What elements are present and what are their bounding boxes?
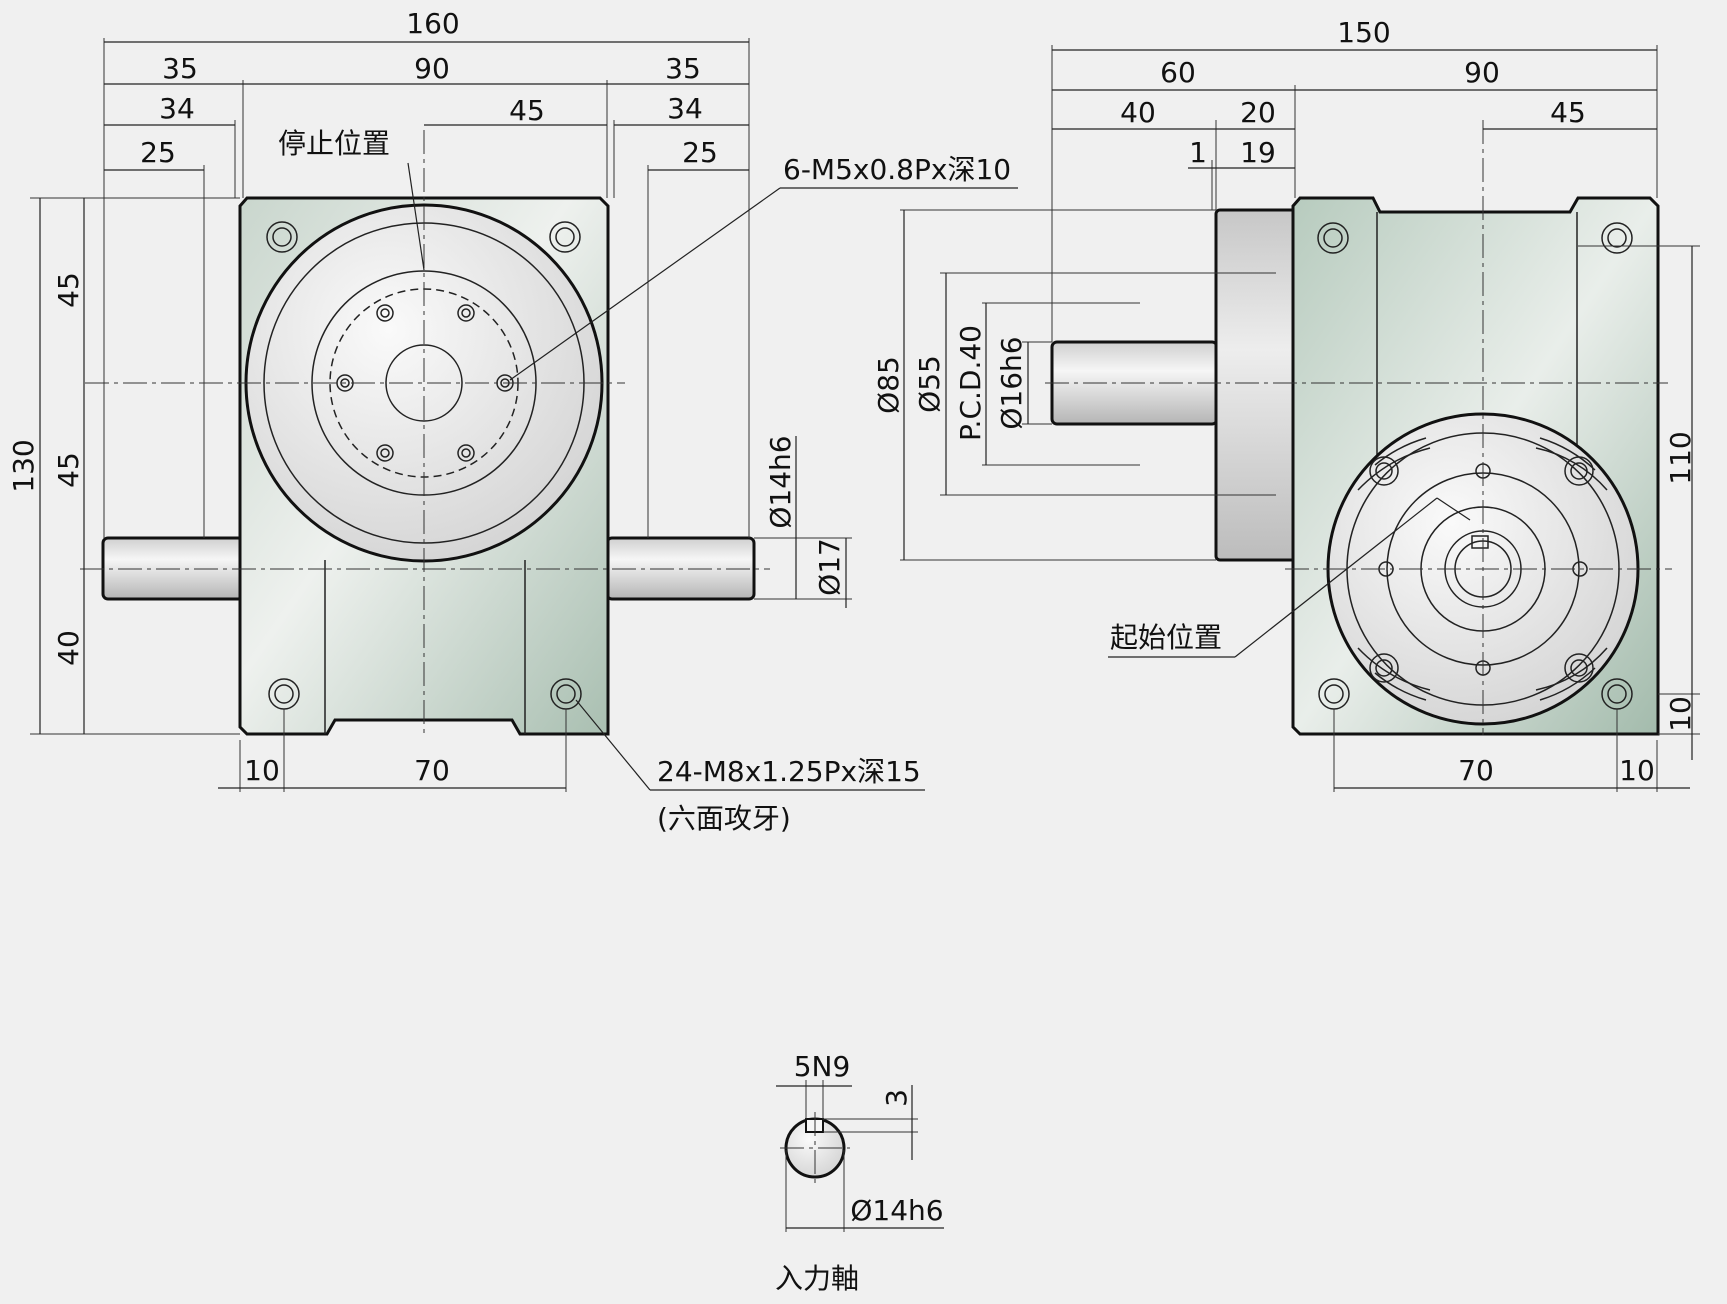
note-stop-position: 停止位置 bbox=[278, 127, 390, 160]
side-disc-slots bbox=[1357, 437, 1608, 701]
dim-front-45-upper: 45 bbox=[52, 272, 85, 308]
side-view: 150 60 90 40 20 45 1 19 Ø85 Ø55 P.C.D.40… bbox=[872, 16, 1700, 792]
note-side-thread: 24-M8x1.25Px深15 bbox=[657, 755, 921, 788]
dim-front-35-left: 35 bbox=[162, 52, 198, 85]
note-start-position: 起始位置 bbox=[1110, 621, 1222, 654]
side-flange bbox=[1214, 208, 1298, 562]
dim-input-14h6: Ø14h6 bbox=[850, 1194, 943, 1227]
note-side-thread-sub: (六面攻牙) bbox=[657, 802, 791, 835]
note-top-thread: 6-M5x0.8Px深10 bbox=[783, 153, 1011, 186]
dim-front-160: 160 bbox=[406, 7, 459, 40]
dim-side-55: Ø55 bbox=[913, 355, 946, 413]
dim-side-60: 60 bbox=[1160, 56, 1196, 89]
dim-side-150: 150 bbox=[1337, 16, 1390, 49]
input-shaft-detail: 5N9 3 Ø14h6 入力軸 bbox=[775, 1050, 944, 1295]
input-shaft-title: 入力軸 bbox=[775, 1262, 859, 1295]
dim-side-pcd40: P.C.D.40 bbox=[954, 325, 987, 441]
dim-front-34-left: 34 bbox=[159, 92, 195, 125]
dim-side-1: 1 bbox=[1189, 136, 1207, 169]
dim-front-40: 40 bbox=[52, 630, 85, 666]
dim-side-110: 110 bbox=[1664, 431, 1697, 484]
dim-side-10-right: 10 bbox=[1664, 696, 1697, 732]
dim-side-19: 19 bbox=[1240, 136, 1276, 169]
dim-front-130: 130 bbox=[7, 439, 40, 492]
dim-side-45: 45 bbox=[1550, 96, 1586, 129]
front-view: 160 35 90 35 34 45 34 25 25 130 45 45 40… bbox=[7, 7, 1018, 835]
dim-front-shaft-17: Ø17 bbox=[813, 538, 846, 596]
dim-side-20: 20 bbox=[1240, 96, 1276, 129]
dim-side-10-bottom: 10 bbox=[1619, 754, 1655, 787]
dim-input-5n9: 5N9 bbox=[794, 1050, 851, 1083]
dim-front-25-left: 25 bbox=[140, 136, 176, 169]
dim-side-70-bottom: 70 bbox=[1458, 754, 1494, 787]
dim-front-10-bottom: 10 bbox=[244, 754, 280, 787]
dim-side-90: 90 bbox=[1464, 56, 1500, 89]
dim-front-70-bottom: 70 bbox=[414, 754, 450, 787]
dim-side-40: 40 bbox=[1120, 96, 1156, 129]
dim-front-35-right: 35 bbox=[665, 52, 701, 85]
dim-side-16h6: Ø16h6 bbox=[995, 336, 1028, 429]
dim-side-85: Ø85 bbox=[872, 356, 905, 414]
dim-front-45: 45 bbox=[509, 94, 545, 127]
dim-input-3: 3 bbox=[880, 1089, 913, 1107]
dim-front-shaft-14h6: Ø14h6 bbox=[764, 435, 797, 528]
side-corner-bolts bbox=[1317, 222, 1633, 710]
dim-front-34-right: 34 bbox=[667, 92, 703, 125]
dim-front-90: 90 bbox=[414, 52, 450, 85]
dim-front-45-lower: 45 bbox=[52, 452, 85, 488]
dim-front-25-right: 25 bbox=[682, 136, 718, 169]
